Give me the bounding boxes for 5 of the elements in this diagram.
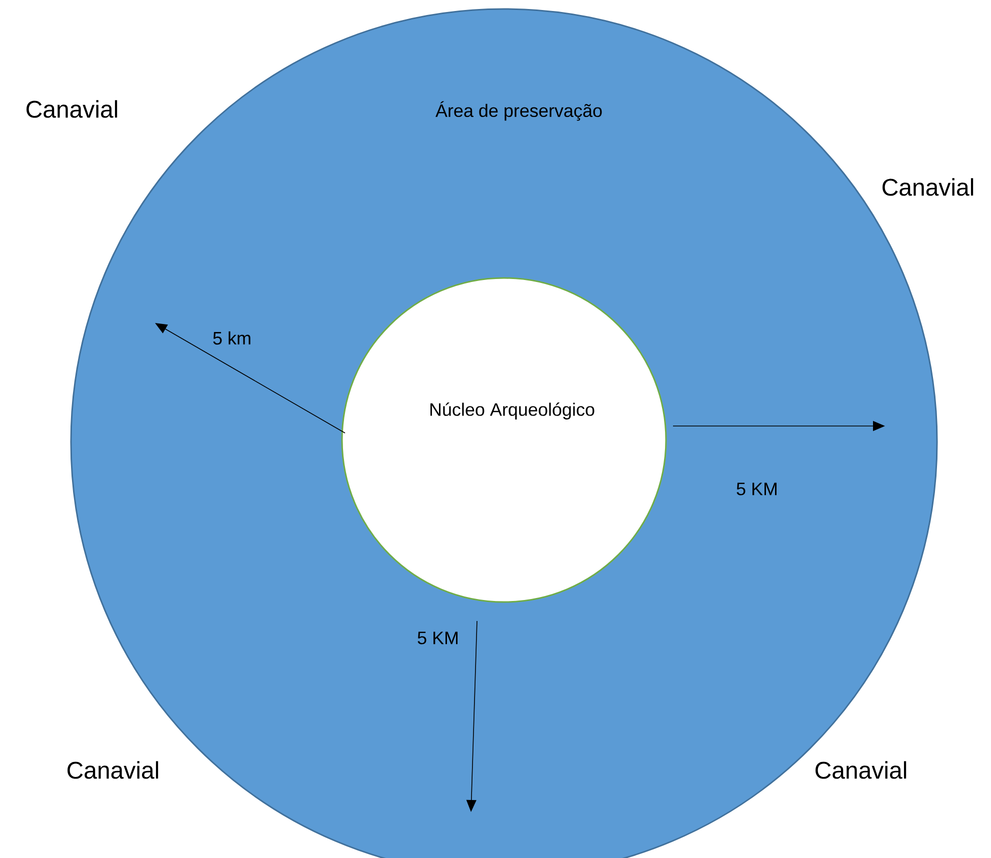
distance-label: 5 KM bbox=[736, 482, 777, 496]
region-label: Canavial bbox=[68, 761, 158, 779]
distance-label: 5 KM bbox=[418, 632, 458, 644]
distance-label: 5 km bbox=[213, 331, 250, 345]
region-label: Canavial bbox=[816, 761, 906, 779]
